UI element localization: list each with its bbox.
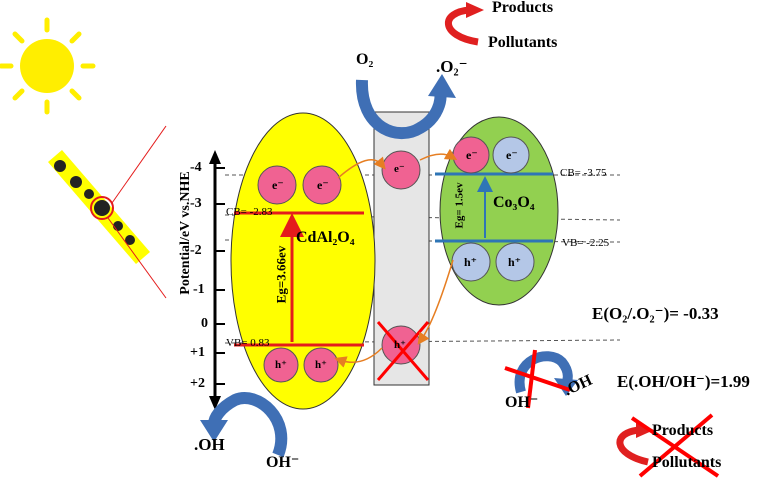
axis-title-text: Potential/eV vs.NHE bbox=[178, 171, 193, 295]
cdal2o4-ellipse bbox=[230, 112, 376, 410]
products-cycle-arrow-top bbox=[445, 2, 484, 46]
electron-label: e⁻ bbox=[506, 148, 518, 162]
middle-electron-particle bbox=[381, 150, 421, 190]
tick-label: +1 bbox=[190, 345, 205, 360]
cdal2o4-vb-label: VB= 0.83 bbox=[226, 337, 270, 349]
co3o4-cb-label: CB= -3.75 bbox=[560, 167, 607, 179]
hole-label: h⁺ bbox=[464, 255, 478, 269]
tick-label: -3 bbox=[190, 196, 202, 211]
hydroxyl-left-label: .OH bbox=[194, 435, 225, 454]
hydroxide-right-label: OH⁻ bbox=[505, 394, 539, 411]
products-top-label: Products bbox=[492, 0, 554, 16]
oxygen-reduction-arrow bbox=[355, 74, 456, 140]
co3o4-holes bbox=[451, 242, 535, 282]
potential-axis bbox=[209, 150, 225, 410]
co3o4-eg-text: Eg= 1.5ev bbox=[453, 182, 466, 229]
hole-label: h⁺ bbox=[315, 359, 327, 371]
electron-label: e⁻ bbox=[317, 178, 329, 192]
hole-label: h⁺ bbox=[508, 255, 522, 269]
co3o4-name: Co₃O₄ bbox=[493, 194, 535, 211]
cdal2o4-electrons bbox=[257, 165, 342, 205]
hydroxyl-right-cross-icon bbox=[504, 349, 571, 409]
hydroxide-left-label: OH⁻ bbox=[266, 454, 300, 471]
tick-label: -2 bbox=[190, 243, 202, 258]
tick-label: -1 bbox=[193, 282, 205, 297]
nanorod-icon bbox=[48, 125, 167, 299]
co3o4-eg-label: Eg= 1.5ev bbox=[453, 171, 466, 241]
sun-icon bbox=[0, 17, 96, 115]
co3o4-vb-label: VB= -2.25 bbox=[562, 237, 610, 249]
hole-label: h⁺ bbox=[394, 339, 406, 351]
co3o4-electrons bbox=[452, 136, 530, 174]
superoxide-label: .O₂⁻ bbox=[436, 57, 468, 76]
tick-label: -4 bbox=[190, 160, 202, 175]
products-bottom-label: Products bbox=[652, 422, 714, 439]
cdal2o4-holes bbox=[263, 347, 339, 383]
products-bottom-cross-icon bbox=[630, 413, 720, 478]
cdal2o4-eg-label: Eg=3.66ev bbox=[273, 230, 289, 320]
hydroxyl-potential: E(.OH/OH⁻)=1.99 bbox=[617, 372, 750, 391]
pollutants-top-label: Pollutants bbox=[488, 34, 558, 51]
o2-label: O₂ bbox=[356, 51, 374, 68]
cdal2o4-eg-text: Eg=3.66ev bbox=[273, 245, 289, 304]
hydroxyl-oxidation-arrow-left bbox=[200, 392, 288, 458]
electron-label: e⁻ bbox=[272, 178, 284, 192]
charge-transfer-arrows bbox=[334, 148, 458, 368]
electron-label: e⁻ bbox=[466, 148, 478, 162]
hole-label: h⁺ bbox=[275, 359, 287, 371]
electron-label: e⁻ bbox=[394, 163, 405, 175]
cdal2o4-cb-label: CB= -2.83 bbox=[226, 206, 273, 218]
pollutants-bottom-label: Pollutants bbox=[652, 454, 722, 471]
cdal2o4-name: CdAl₂O₄ bbox=[296, 229, 355, 246]
superoxide-potential: E(O₂/.O₂⁻)= -0.33 bbox=[592, 304, 719, 323]
tick-label: 0 bbox=[201, 316, 208, 331]
tick-label: +2 bbox=[190, 376, 205, 391]
